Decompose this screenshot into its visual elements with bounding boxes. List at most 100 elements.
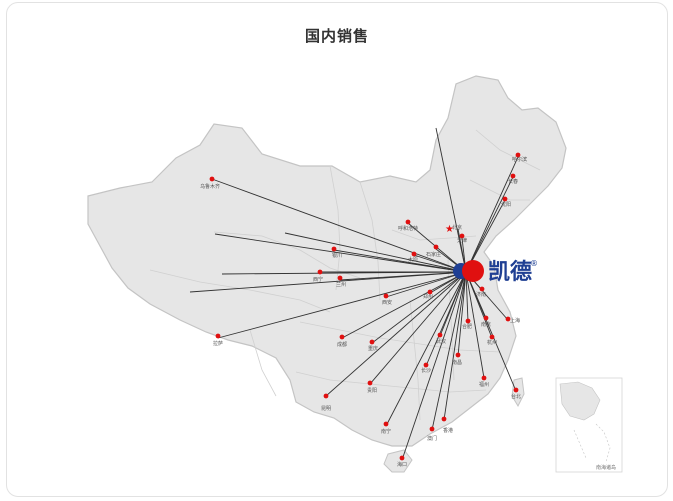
line-urumqi (211, 178, 467, 273)
taiwan-island (511, 377, 525, 408)
city-taiyuan: 太原 (408, 251, 418, 263)
inset-label: 南海诸岛 (596, 464, 616, 471)
svg-text:济南: 济南 (476, 291, 486, 298)
svg-text:武汉: 武汉 (436, 338, 446, 345)
line-west4 (221, 271, 467, 275)
city-lanzhou: 兰州 (336, 275, 346, 288)
city-hefei: 合肥 (462, 318, 472, 330)
svg-text:海口: 海口 (397, 461, 407, 468)
svg-text:长春: 长春 (508, 178, 518, 185)
city-shanghai: 上海 (505, 316, 520, 324)
svg-text:沈阳: 沈阳 (501, 201, 511, 208)
svg-text:石家庄: 石家庄 (426, 251, 441, 258)
city-lhasa: 拉萨 (213, 333, 223, 347)
svg-text:长沙: 长沙 (421, 367, 431, 374)
city-markers: 哈尔滨 长春 沈阳 ★北京 天津 呼和浩特 银川 石家庄 太原 兰州 西宁 乌鲁… (200, 152, 527, 468)
svg-text:呼和浩特: 呼和浩特 (398, 225, 418, 232)
svg-text:香港: 香港 (443, 427, 453, 434)
mainland-shape (87, 75, 567, 447)
line-harbin (465, 156, 519, 273)
svg-text:台北: 台北 (511, 393, 521, 400)
line-lhasa (217, 271, 467, 339)
svg-text:福州: 福州 (479, 381, 489, 388)
line-fuzhou (465, 271, 485, 379)
south-sea-inset: 南海诸岛 (555, 377, 623, 473)
city-changchun: 长春 (508, 173, 518, 185)
city-jinan: 济南 (476, 286, 486, 298)
city-chongqing: 重庆 (368, 339, 378, 352)
line-kunming (325, 271, 467, 397)
svg-text:重庆: 重庆 (368, 345, 378, 352)
city-haikou: 海口 (397, 455, 407, 468)
line-west3 (189, 271, 467, 293)
city-xining: 西宁 (313, 269, 323, 283)
svg-text:西安: 西安 (382, 299, 392, 306)
svg-text:昆明: 昆明 (321, 406, 331, 412)
svg-text:银川: 银川 (332, 252, 342, 259)
city-hongkong: 香港 (441, 416, 453, 434)
svg-text:南宁: 南宁 (381, 428, 391, 435)
page-title: 国内销售 (304, 27, 369, 45)
city-xian: 西安 (382, 293, 392, 306)
brand-name: 凯德 (488, 259, 532, 285)
city-nanchang: 南昌 (452, 352, 462, 366)
city-shijiazhuang: 石家庄 (426, 244, 441, 258)
line-shenyang (465, 199, 506, 273)
city-harbin: 哈尔滨 (512, 152, 527, 163)
registered-mark: ® (530, 259, 538, 268)
line-changsha (425, 271, 467, 367)
hainan-island (383, 449, 413, 473)
hub-marker (462, 260, 484, 282)
svg-text:南昌: 南昌 (452, 359, 462, 366)
line-west1 (214, 233, 467, 273)
city-wuhan: 武汉 (436, 332, 446, 345)
city-macau: 澳门 (427, 426, 437, 442)
svg-text:乌鲁木齐: 乌鲁木齐 (200, 183, 220, 190)
distribution-lines (189, 127, 519, 461)
capital-star-icon: ★ (445, 224, 454, 235)
line-north (435, 127, 467, 273)
city-nanning: 南宁 (381, 421, 391, 435)
province-borders (149, 129, 541, 421)
svg-text:合肥: 合肥 (462, 323, 472, 330)
line-hefei (465, 271, 469, 323)
svg-text:杭州: 杭州 (487, 339, 497, 346)
svg-text:天津: 天津 (457, 237, 467, 244)
line-west2 (284, 232, 467, 273)
line-macau (431, 271, 467, 431)
line-changchun (465, 176, 514, 273)
svg-text:哈尔滨: 哈尔滨 (512, 156, 527, 163)
city-changsha: 长沙 (421, 362, 431, 374)
line-xian (385, 271, 467, 298)
city-chengdu: 成都 (337, 334, 347, 348)
line-haikou (401, 271, 467, 461)
brand-hub: 凯德 ® (453, 259, 538, 285)
line-hongkong (443, 271, 467, 421)
city-nanjing: 南京 (481, 315, 491, 328)
svg-text:西宁: 西宁 (313, 276, 323, 283)
svg-text:成都: 成都 (337, 341, 347, 348)
city-shenyang: 沈阳 (501, 196, 511, 208)
svg-text:太原: 太原 (408, 256, 418, 263)
city-kunming: 昆明 (321, 393, 331, 412)
svg-text:郑州: 郑州 (423, 293, 433, 300)
svg-text:北京: 北京 (452, 224, 462, 231)
city-tianjin: 天津 (457, 233, 467, 244)
svg-text:上海: 上海 (510, 317, 520, 324)
city-fuzhou: 福州 (479, 375, 489, 388)
svg-text:贵阳: 贵阳 (367, 387, 377, 394)
line-guiyang (369, 271, 467, 385)
svg-text:兰州: 兰州 (336, 281, 346, 288)
city-urumqi: 乌鲁木齐 (200, 176, 220, 190)
city-hangzhou: 杭州 (487, 334, 497, 346)
city-yinchuan: 银川 (331, 246, 342, 259)
city-guiyang: 贵阳 (367, 380, 377, 394)
line-nanchang (457, 271, 467, 357)
svg-text:南京: 南京 (481, 321, 491, 328)
svg-text:拉萨: 拉萨 (213, 340, 223, 347)
city-beijing: ★北京 (445, 224, 462, 235)
city-zhengzhou: 郑州 (423, 289, 433, 300)
city-taipei: 台北 (511, 387, 521, 400)
line-nanning (385, 271, 467, 427)
